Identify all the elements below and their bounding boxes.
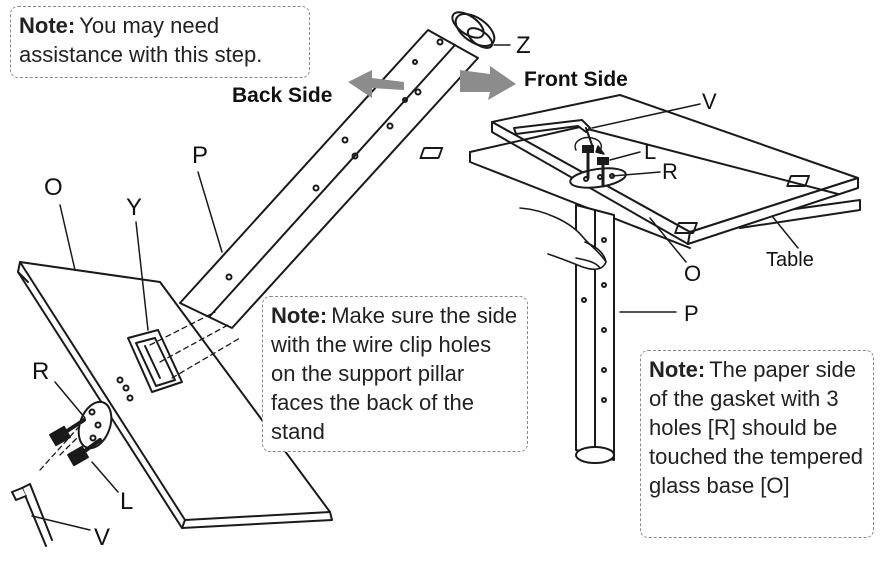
screws-l-right	[582, 145, 609, 188]
note-text: You may need assistance with this step.	[19, 13, 263, 67]
front-side-arrow	[460, 66, 516, 100]
label-z: Z	[516, 32, 531, 59]
note-text: Make sure the side with the wire clip ho…	[271, 303, 518, 444]
label-p-right: P	[684, 301, 699, 326]
support-pillar-p	[179, 11, 496, 329]
label-r-right: R	[662, 159, 678, 184]
base-holder-y	[127, 329, 183, 393]
direction-arrows	[348, 66, 516, 100]
label-y: Y	[126, 194, 143, 221]
label-v-right: V	[702, 89, 717, 114]
label-front-side: Front Side	[524, 68, 628, 91]
label-p-left: P	[192, 142, 209, 169]
note-prefix: Note:	[19, 13, 76, 38]
note-assistance: Note:You may need assistance with this s…	[10, 6, 310, 78]
hand	[519, 207, 607, 271]
note-prefix: Note:	[271, 303, 328, 328]
rotation-arrow	[574, 136, 605, 155]
note-gasket: Note:The paper side of the gasket with 3…	[640, 350, 874, 538]
label-l-right: L	[644, 139, 657, 164]
pillar-cap-z	[451, 11, 496, 49]
label-r-left: R	[32, 358, 50, 385]
label-l-left: L	[120, 488, 134, 515]
glass-base-o	[17, 261, 333, 529]
note-prefix: Note:	[649, 357, 706, 382]
label-o-left: O	[44, 174, 63, 201]
label-table: Table	[766, 249, 814, 271]
leader-lines	[31, 44, 799, 531]
screws-l-left	[49, 418, 102, 467]
label-v-left: V	[94, 524, 111, 551]
label-o-right: O	[684, 261, 702, 286]
back-side-arrow	[348, 70, 404, 98]
note-text: The paper side of the gasket with 3 hole…	[649, 357, 864, 498]
note-wire-clip: Note:Make sure the side with the wire cl…	[262, 296, 528, 452]
label-back-side: Back Side	[232, 84, 333, 107]
base-holes	[116, 376, 134, 402]
hex-key-v-left	[11, 483, 53, 547]
gasket-r-right	[569, 167, 627, 189]
hex-key-v-right	[513, 119, 593, 146]
